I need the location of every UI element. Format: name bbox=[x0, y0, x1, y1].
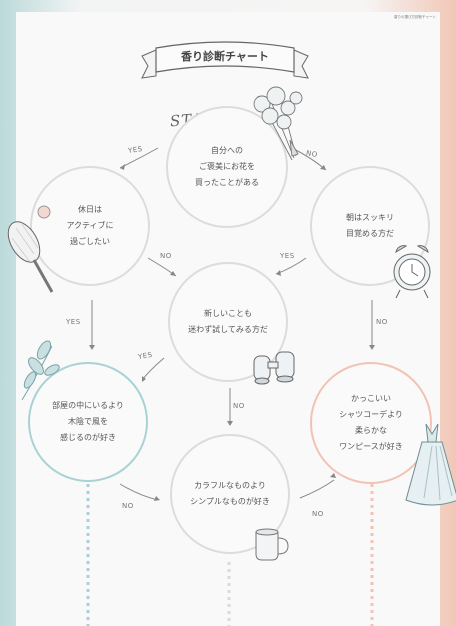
chart-title: 香り診断チャート bbox=[181, 50, 269, 63]
result-outdoor-breeze: 部屋の中にいるより 木陰で風を 感じるのが好き bbox=[28, 362, 148, 482]
no-label: NO bbox=[376, 318, 388, 326]
bouquet-icon bbox=[253, 86, 303, 161]
mug-icon bbox=[255, 528, 289, 561]
leaf-branch-icon bbox=[21, 340, 60, 401]
no-label: NO bbox=[233, 402, 245, 410]
no-label: NO bbox=[312, 510, 324, 518]
question-active-holiday: 休日は アクティブに 過ごしたい bbox=[30, 166, 150, 286]
yes-label: YES bbox=[280, 252, 295, 260]
corner-note: 香りの選び方診断チャート bbox=[394, 15, 436, 19]
yes-label: YES bbox=[66, 318, 81, 326]
no-label: NO bbox=[122, 502, 134, 510]
result-onepiece: かっこいい シャツコーデより 柔らかな ワンピースが好き bbox=[310, 362, 432, 484]
question-flowers: 自分への ご褒美にお花を 買ったことがある bbox=[166, 106, 288, 228]
binoculars-icon bbox=[253, 351, 295, 385]
alarm-clock-icon bbox=[393, 245, 431, 299]
dress-icon bbox=[405, 423, 456, 506]
result-simple: カラフルなものより シンプルなものが好き bbox=[170, 434, 290, 554]
no-label: NO bbox=[160, 252, 172, 260]
tennis-racket-icon bbox=[7, 205, 54, 293]
